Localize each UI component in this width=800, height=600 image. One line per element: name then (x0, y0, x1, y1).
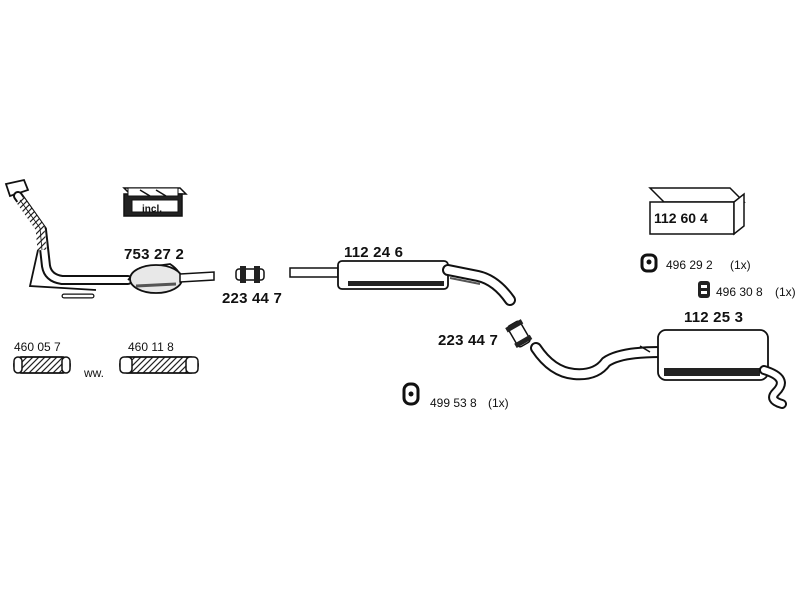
alternative-label: ww. (84, 366, 105, 380)
rear-silencer (530, 329, 787, 409)
flex-pipe-a (13, 356, 71, 374)
part-label-rear-clamp: 223 44 7 (438, 332, 498, 349)
part-label-front-clamp: 223 44 7 (222, 290, 282, 307)
kit-box-icon (122, 187, 188, 217)
set-box-part-number: 112 60 4 (654, 210, 708, 226)
part-label-front-pipe: 753 27 2 (124, 246, 184, 263)
flex-pipe-b (119, 356, 199, 374)
hanger-icon-2 (698, 281, 710, 298)
set-box-icon (648, 187, 746, 236)
part-label-rear-silencer: 112 25 3 (684, 309, 744, 326)
part-label-hanger-2: 496 30 8 (716, 285, 763, 299)
qty-label-hanger-1: (1x) (730, 258, 751, 272)
qty-label-hanger-2: (1x) (775, 285, 796, 299)
front-clamp-icon (235, 266, 265, 283)
middle-silencer (289, 260, 516, 306)
part-label-middle-silencer: 112 24 6 (344, 244, 404, 261)
hanger-icon-3 (402, 382, 420, 406)
part-label-hanger-3: 499 53 8 (430, 396, 477, 410)
front-pipe-catalytic-converter (4, 178, 215, 299)
part-label-flex-pipe-a: 460 05 7 (14, 340, 61, 354)
part-label-flex-pipe-b: 460 11 8 (128, 340, 174, 354)
qty-label-hanger-3: (1x) (488, 396, 509, 410)
kit-box-label: incl. (142, 204, 163, 215)
rear-clamp-icon (505, 319, 533, 349)
hanger-icon-1 (640, 253, 658, 273)
part-label-hanger-1: 496 29 2 (666, 258, 713, 272)
